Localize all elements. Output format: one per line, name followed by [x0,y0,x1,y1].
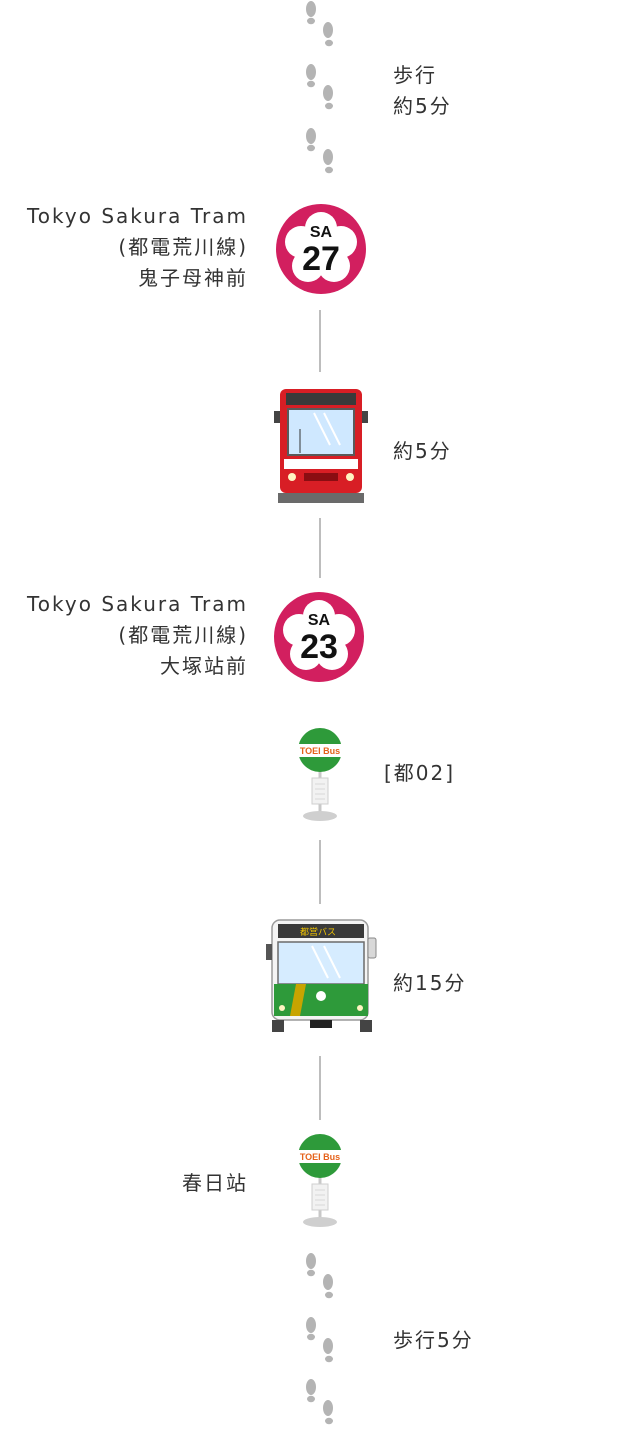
footprints-icon [306,64,333,110]
stop-1-label: Tokyo Sakura Tram (都電荒川線) 鬼子母神前 [26,204,248,290]
bus-stop-sign: TOEI Bus [300,746,340,756]
bus-stop-sign: TOEI Bus [300,1152,340,1162]
route-line [319,840,321,904]
route-line [319,310,321,372]
footprints-icon [306,1379,333,1425]
station-code-number: 23 [300,628,338,666]
station-badge-icon: SA 27 [276,204,366,294]
tram-duration-label: 約5分 [393,439,452,463]
station-code-prefix: SA [308,612,331,629]
bus-route-label: [都02] [384,761,456,785]
walk-1-label: 歩行 約5分 [393,63,452,118]
bus-duration-label: 約15分 [393,971,467,995]
station-code-number: 27 [302,240,340,278]
bus-icon: 都営バス [266,919,377,1032]
bus-stop-2-label: 春日站 [182,1171,248,1195]
walk-2-label: 歩行5分 [393,1328,474,1352]
station-code-prefix: SA [310,224,333,241]
station-badge-icon: SA 23 [274,592,364,682]
footprints-icon [306,1317,333,1363]
footprints-icon [306,1253,333,1299]
bus-stop-icon: TOEI Bus [297,1134,343,1229]
bus-stop-icon: TOEI Bus [297,728,343,823]
footprints-icon [306,128,333,174]
stop-2-label: Tokyo Sakura Tram (都電荒川線) 大塚站前 [26,592,248,678]
tram-icon [274,389,368,503]
route-line [319,518,321,578]
footprints-icon [306,1,333,47]
route-line [319,1056,321,1120]
bus-destination-sign: 都営バス [300,926,336,938]
